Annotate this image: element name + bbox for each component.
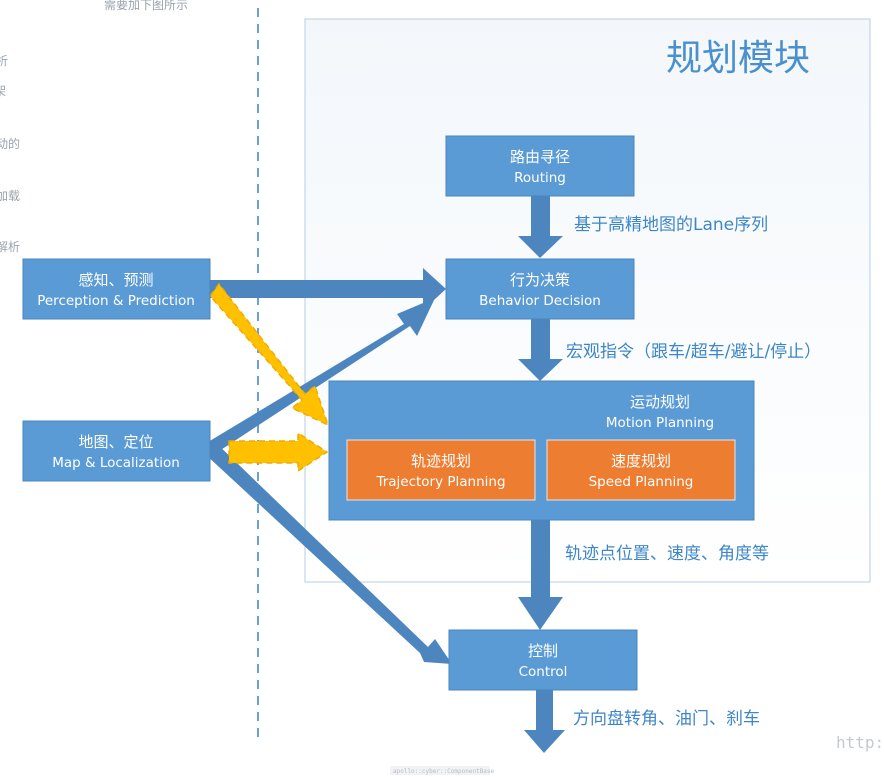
control-output-label: 方向盘转角、油门、刹车	[573, 709, 760, 729]
motion-to-control-label: 轨迹点位置、速度、角度等	[565, 544, 769, 564]
behavior-box-zh-label: 行为决策	[510, 271, 570, 289]
map-to-motion-dashed-arrow	[228, 431, 329, 473]
map-to-control-arrow	[205, 440, 452, 664]
trajectory-planning-box: 轨迹规划 Trajectory Planning	[346, 439, 536, 501]
control-output-arrow	[524, 690, 565, 753]
behavior-to-motion-arrow	[518, 319, 563, 381]
map-box: 地图、定位 Map & Localization	[22, 420, 211, 482]
routing-to-behavior-arrow	[518, 196, 563, 258]
trajectory-planning-en-label: Trajectory Planning	[375, 474, 505, 490]
footer-tag-background	[390, 766, 490, 775]
perception-to-motion-dashed-arrow	[209, 282, 330, 427]
trajectory-planning-zh-label: 轨迹规划	[411, 452, 471, 470]
perception-box-zh-label: 感知、预测	[78, 271, 153, 289]
motion-planning-zh-label: 运动规划	[630, 393, 690, 411]
behavior-box-en-label: Behavior Decision	[479, 293, 601, 309]
motion-to-control-arrow	[518, 520, 563, 630]
partial-text-left-5: 解析	[0, 240, 20, 254]
routing-box-en-label: Routing	[514, 170, 566, 186]
footer-tag-text: apollo::cyber::ComponentBase	[393, 768, 495, 775]
routing-box: 路由寻径 Routing	[445, 135, 635, 197]
perception-box: 感知、预测 Perception & Prediction	[22, 258, 211, 320]
routing-to-behavior-label: 基于高精地图的Lane序列	[574, 215, 768, 235]
map-to-behavior-arrow	[203, 298, 435, 457]
motion-planning-en-label: Motion Planning	[606, 415, 714, 431]
perception-box-en-label: Perception & Prediction	[37, 293, 195, 309]
partial-text-left-1: 析	[0, 54, 8, 68]
control-box: 控制 Control	[448, 629, 638, 691]
control-box-en-label: Control	[519, 664, 568, 680]
map-box-zh-label: 地图、定位	[78, 433, 153, 451]
control-box-zh-label: 控制	[528, 642, 558, 660]
perception-to-behavior-arrow	[210, 268, 446, 310]
speed-planning-box: 速度规划 Speed Planning	[546, 439, 736, 501]
behavior-to-motion-label: 宏观指令（跟车/超车/避让/停止）	[566, 342, 821, 362]
routing-box-zh-label: 路由寻径	[510, 148, 570, 166]
partial-text-left-4: 加载	[0, 189, 20, 203]
planning-module-title: 规划模块	[666, 38, 810, 79]
map-box-en-label: Map & Localization	[52, 455, 180, 471]
partial-text-top: 需要加下图所示	[104, 0, 188, 12]
speed-planning-en-label: Speed Planning	[589, 474, 694, 490]
speed-planning-zh-label: 速度规划	[611, 452, 671, 470]
partial-text-left-3: 动的	[0, 136, 20, 151]
partial-text-left-2: 架	[0, 84, 6, 98]
behavior-box: 行为决策 Behavior Decision	[445, 258, 635, 320]
watermark-text: http:	[836, 733, 884, 752]
